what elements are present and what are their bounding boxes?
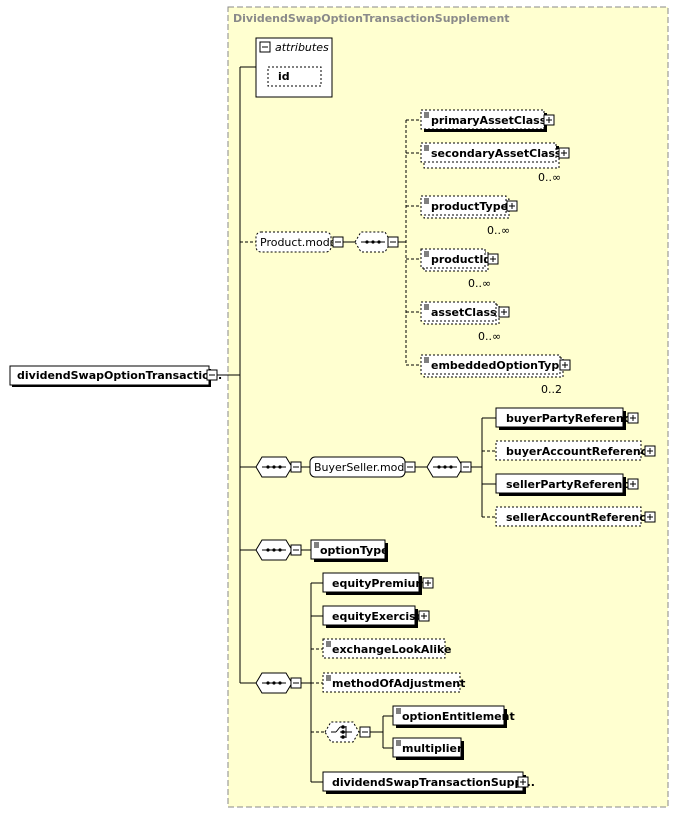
expand-icon[interactable] [487,253,499,265]
svg-text:0..∞: 0..∞ [538,171,561,184]
element-primary-asset-class[interactable]: primaryAssetClass [420,109,555,132]
element-product-id[interactable]: productId 0..∞ [420,248,499,290]
element-seller-account-reference[interactable]: sellerAccountReference [495,506,656,527]
collapse-icon[interactable] [387,236,399,248]
element-option-entitlement[interactable]: optionEntitlement [392,705,515,728]
svg-text:productType: productType [431,200,508,213]
svg-text:multiplier: multiplier [402,742,463,755]
complex-type-title: DividendSwapOptionTransactionSupplement [233,12,510,25]
collapse-icon[interactable] [259,41,271,53]
svg-text:exchangeLookAlike: exchangeLookAlike [332,643,451,656]
svg-text:productId: productId [431,253,491,266]
expand-icon[interactable] [644,511,656,523]
collapse-icon[interactable] [290,677,302,689]
element-exchange-look-alike[interactable]: exchangeLookAlike [322,638,451,661]
svg-text:secondaryAssetClass: secondaryAssetClass [431,147,562,160]
collapse-icon[interactable] [206,369,218,381]
choice-icon [331,725,352,739]
product-sequence [354,231,399,253]
expand-icon[interactable] [627,412,639,424]
root-element[interactable]: dividendSwapOptionTransactio... [9,365,222,387]
svg-text:equityPremium: equityPremium [332,577,427,590]
expand-icon[interactable] [517,776,529,788]
element-multiplier[interactable]: multiplier [392,737,464,760]
expand-icon[interactable] [418,610,430,622]
attributes-group: attributes id [255,37,333,98]
svg-text:optionType: optionType [320,544,389,557]
expand-icon[interactable] [644,445,656,457]
element-secondary-asset-class[interactable]: secondaryAssetClass 0..∞ [420,142,570,184]
element-product-type[interactable]: productType 0..∞ [420,195,518,237]
expand-icon[interactable] [627,478,639,490]
buyer-seller-outer-sequence [255,456,302,478]
element-equity-exercise[interactable]: equityExercise [322,605,430,628]
element-dividend-swap-transaction-supplement[interactable]: dividendSwapTransactionSupp... [322,771,535,794]
svg-text:methodOfAdjustment: methodOfAdjustment [332,677,465,690]
product-model-label: Product.model [260,236,340,249]
expand-icon[interactable] [559,359,571,371]
svg-text:0..∞: 0..∞ [487,224,510,237]
collapse-icon[interactable] [290,544,302,556]
svg-text:equityExercise: equityExercise [332,610,423,623]
svg-text:sellerPartyReference: sellerPartyReference [506,478,636,491]
svg-text:primaryAssetClass: primaryAssetClass [431,114,547,127]
element-seller-party-reference[interactable]: sellerPartyReference [495,473,639,496]
svg-text:0..∞: 0..∞ [478,330,501,343]
svg-text:sellerAccountReference: sellerAccountReference [506,511,653,524]
element-asset-class[interactable]: assetClass 0..∞ [420,301,510,343]
svg-text:embeddedOptionType: embeddedOptionType [431,359,567,372]
svg-text:assetClass: assetClass [431,306,497,319]
connectors [217,66,496,783]
expand-icon[interactable] [543,114,555,126]
svg-text:buyerPartyReference: buyerPartyReference [506,412,638,425]
product-model-group[interactable]: Product.model [255,231,344,253]
buyer-seller-model-group[interactable]: BuyerSeller.model [309,456,416,478]
element-equity-premium[interactable]: equityPremium [322,572,434,595]
option-type-sequence [255,539,302,561]
expand-icon[interactable] [498,306,510,318]
choice-compositor [324,721,371,743]
svg-text:buyerAccountReference: buyerAccountReference [506,445,655,458]
attributes-label: attributes [275,41,329,54]
element-embedded-option-type[interactable]: embeddedOptionType 0..2 [420,354,571,396]
element-option-type[interactable]: optionType [310,539,389,562]
svg-text:0..∞: 0..∞ [468,277,491,290]
collapse-icon[interactable] [332,236,344,248]
main-sequence [255,672,302,694]
element-buyer-account-reference[interactable]: buyerAccountReference [495,440,656,461]
collapse-icon[interactable] [460,461,472,473]
attribute-id: id [278,70,290,83]
svg-text:dividendSwapTransactionSupp...: dividendSwapTransactionSupp... [332,776,535,789]
element-buyer-party-reference[interactable]: buyerPartyReference [495,407,639,430]
buyer-seller-model-label: BuyerSeller.model [314,461,414,474]
collapse-icon[interactable] [404,461,416,473]
root-element-label: dividendSwapOptionTransactio... [17,369,222,382]
svg-text:optionEntitlement: optionEntitlement [402,710,515,723]
collapse-icon[interactable] [359,726,371,738]
expand-icon[interactable] [558,147,570,159]
expand-icon[interactable] [506,200,518,212]
svg-text:0..2: 0..2 [541,383,562,396]
collapse-icon[interactable] [290,461,302,473]
buyer-seller-inner-sequence [426,456,472,478]
element-method-of-adjustment[interactable]: methodOfAdjustment [322,672,465,693]
expand-icon[interactable] [422,577,434,589]
